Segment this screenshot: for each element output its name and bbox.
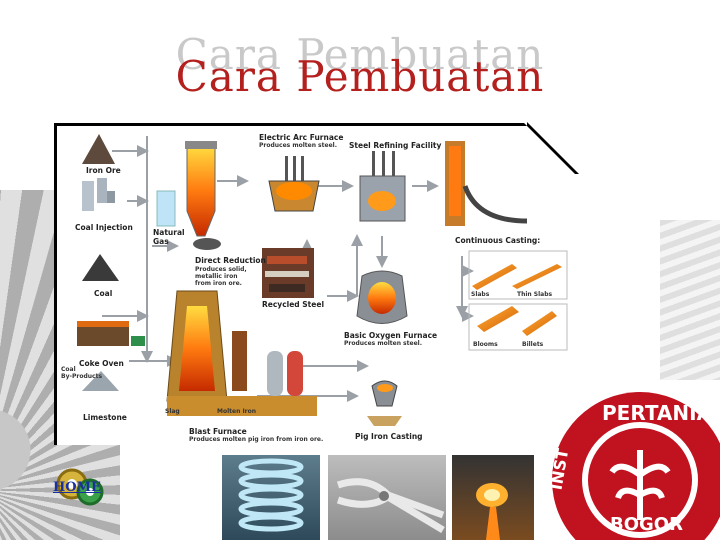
- molten-graphic: [476, 483, 508, 540]
- label-coal-byproducts: Coal By-Products: [61, 366, 103, 380]
- label-iron-ore: Iron Ore: [86, 166, 121, 175]
- label-blooms: Blooms: [473, 341, 498, 348]
- photo-molten-metal: [452, 455, 534, 540]
- label-coal-injection: Coal Injection: [75, 223, 133, 232]
- label-limestone: Limestone: [83, 413, 127, 422]
- logo-top-text: PERTANIAN: [602, 401, 720, 425]
- photo-pliers: [328, 455, 446, 540]
- gear-icon: [56, 468, 104, 506]
- label-basic-oxygen-furnace: Basic Oxygen Furnace: [344, 331, 438, 340]
- label-slag: Slag: [165, 408, 180, 415]
- label-electric-arc-furnace-sub: Produces molten steel.: [259, 142, 337, 149]
- label-steel-refining: Steel Refining Facility: [349, 141, 442, 150]
- slide-title: Cara Pembuatan Cara Pembuatan: [0, 30, 720, 110]
- label-thin-slabs: Thin Slabs: [517, 291, 553, 298]
- label-blast-furnace: Blast Furnace: [189, 427, 247, 436]
- gear-background-right: [660, 220, 720, 380]
- photo-steel-coils: [222, 455, 320, 540]
- home-link[interactable]: HOME: [53, 480, 101, 495]
- label-pig-iron-casting: Pig Iron Casting: [355, 432, 423, 441]
- label-direct-reduction: Direct Reduction: [195, 256, 266, 265]
- home-button[interactable]: [50, 462, 110, 510]
- frame-corner: [527, 122, 579, 174]
- label-blast-furnace-sub: Produces molten pig iron from iron ore.: [189, 436, 324, 443]
- label-slabs: Slabs: [471, 291, 490, 298]
- label-natural-gas: Natural Gas: [153, 228, 185, 246]
- title-shadow: Cara Pembuatan: [175, 30, 545, 79]
- label-electric-arc-furnace: Electric Arc Furnace: [259, 133, 344, 142]
- label-coal: Coal: [94, 289, 113, 298]
- logo-bottom-text: BOGOR: [610, 514, 683, 535]
- steelmaking-diagram: Iron Ore Coal Injection Coal Coke Oven C…: [54, 123, 578, 445]
- label-direct-reduction-sub: Produces solid, metallic iron from iron …: [195, 266, 247, 287]
- label-recycled-steel: Recycled Steel: [262, 300, 325, 309]
- label-coke-oven: Coke Oven: [79, 359, 124, 368]
- label-billets: Billets: [522, 341, 544, 348]
- university-logo: PERTANIAN INST BOGOR: [546, 392, 720, 540]
- title-text: Cara Pembuatan: [175, 52, 545, 101]
- label-molten-iron: Molten Iron: [217, 408, 257, 415]
- diagram-graphics: [77, 134, 568, 426]
- label-continuous-casting: Continuous Casting:: [455, 236, 541, 245]
- pliers-graphic: [336, 478, 445, 534]
- label-basic-oxygen-furnace-sub: Produces molten steel.: [344, 340, 422, 347]
- coils-graphic: [238, 458, 304, 532]
